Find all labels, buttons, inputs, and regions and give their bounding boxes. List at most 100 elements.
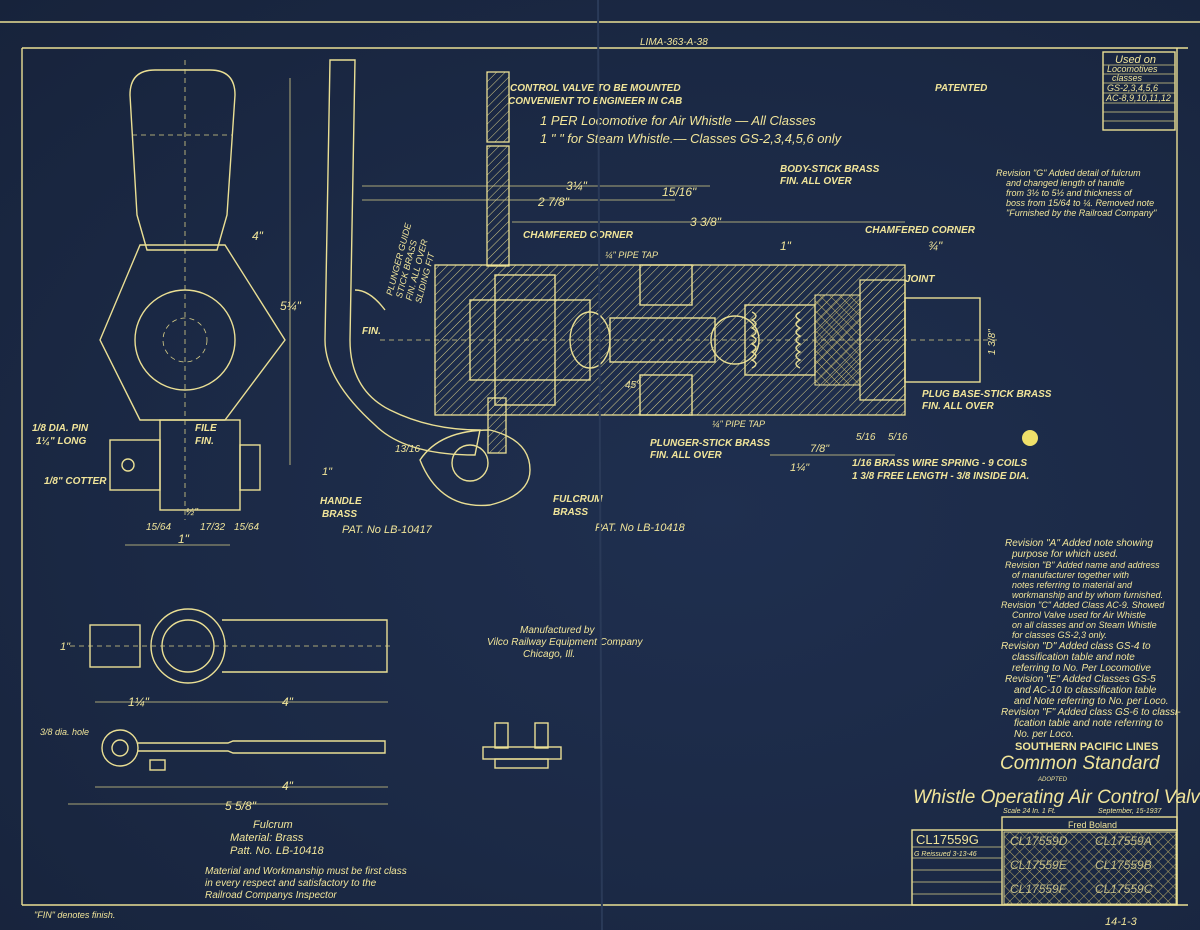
svg-text:September, 15-1937: September, 15-1937	[1098, 808, 1163, 815]
svg-text:G Reissued 3-13-46: G Reissued 3-13-46	[914, 851, 977, 858]
svg-text:Revision "D" Added class GS-4: Revision "D" Added class GS-4 to	[1001, 641, 1151, 652]
svg-text:ADOPTED: ADOPTED	[1037, 777, 1068, 783]
body-label: BODY-STICK BRASS	[780, 164, 880, 175]
svg-text:from 3½ to 5½ and thickness of: from 3½ to 5½ and thickness of	[1006, 188, 1133, 198]
svg-text:classification table and note: classification table and note	[1012, 652, 1135, 663]
svg-text:1¼": 1¼"	[128, 695, 150, 709]
cotter-label: 1/8" COTTER	[44, 476, 107, 487]
svg-text:CL17559F: CL17559F	[1010, 882, 1067, 896]
used-on-title: Used on	[1115, 54, 1156, 66]
svg-text:15/16": 15/16"	[662, 185, 697, 199]
used-on-row: AC-8,9,10,11,12	[1105, 93, 1171, 103]
svg-text:Manufactured by: Manufactured by	[520, 625, 595, 636]
svg-text:1": 1"	[780, 239, 792, 253]
svg-text:Railroad Companys Inspector: Railroad Companys Inspector	[205, 890, 337, 901]
svg-text:on all classes and on Steam Wh: on all classes and on Steam Whistle	[1012, 620, 1157, 630]
svg-text:Chicago, Ill.: Chicago, Ill.	[523, 649, 575, 660]
svg-text:1 3/8": 1 3/8"	[987, 329, 998, 355]
mounting-note: CONVENIENT TO ENGINEER IN CAB	[508, 96, 682, 107]
svg-text:15/64: 15/64	[234, 522, 259, 533]
svg-text:CL17559G: CL17559G	[916, 832, 979, 847]
svg-text:Fred Boland: Fred Boland	[1068, 820, 1117, 830]
revisions-list: Revision "A" Added note showing purpose …	[1001, 538, 1181, 740]
svg-text:5/16: 5/16	[856, 432, 876, 443]
spring-label: 1 3/8 FREE LENGTH - 3/8 INSIDE DIA.	[852, 471, 1029, 482]
svg-text:4": 4"	[252, 229, 264, 243]
paint-spot	[1022, 430, 1038, 446]
fold-crease	[597, 0, 603, 930]
chamfered-corner-label: CHAMFERED CORNER	[523, 230, 634, 241]
svg-text:purpose for which used.: purpose for which used.	[1011, 549, 1118, 560]
svg-text:Patt. No. LB-10418: Patt. No. LB-10418	[230, 845, 324, 857]
manufacturer-note: Manufactured by Vilco Railway Equipment …	[487, 625, 643, 660]
threaded-plug	[904, 297, 981, 383]
dimension-lines: 3¼" 2 7/8" 15/16" 3 3/8" 1" ¾" 5¼" 4" 1"…	[60, 78, 998, 813]
svg-text:5¼": 5¼"	[280, 299, 302, 313]
svg-text:CL17559B: CL17559B	[1095, 858, 1152, 872]
clevis-detail	[482, 722, 562, 769]
svg-text:Vilco Railway Equipment Compan: Vilco Railway Equipment Company	[487, 637, 643, 648]
fulcrum-hole-note: 3/8 dia. hole	[40, 727, 89, 737]
pin-label: 1/8 DIA. PIN	[32, 423, 89, 434]
fin-note: "FIN" denotes finish.	[34, 910, 115, 920]
svg-text:Scale 24 In. 1 Ft.: Scale 24 In. 1 Ft.	[1003, 808, 1056, 815]
valve-body-section	[380, 264, 1000, 416]
workmanship-note: Material and Workmanship must be first c…	[205, 866, 407, 901]
drawing-number-top: LIMA-363-A-38	[640, 37, 708, 48]
fulcrum-label: BRASS	[553, 507, 588, 518]
svg-text:Revision "A" Added note showin: Revision "A" Added note showing	[1005, 538, 1153, 549]
usage-note: 1 " " for Steam Whistle.— Classes GS-2,3…	[540, 131, 843, 146]
svg-text:referring to No. Per Locomotiv: referring to No. Per Locomotive	[1012, 663, 1151, 674]
plug-base-label: FIN. ALL OVER	[922, 401, 994, 412]
svg-text:Common Standard: Common Standard	[1000, 753, 1161, 774]
handle-label: BRASS	[322, 509, 357, 520]
sheet-border	[0, 21, 1200, 906]
svg-text:4": 4"	[282, 695, 294, 709]
plunger-guide-label: PLUNGER GUIDE STICK BRASS FIN. ALL OVER …	[384, 221, 436, 304]
svg-text:½": ½"	[186, 507, 198, 518]
patented-label: PATENTED	[935, 83, 987, 94]
svg-text:workmanship and by whom furnis: workmanship and by whom furnished.	[1012, 590, 1163, 600]
svg-text:Revision "B" Added name and ad: Revision "B" Added name and address	[1005, 560, 1160, 570]
revision-g-note: Revision "G" Added detail of fulcrum and…	[996, 168, 1157, 218]
plunger-label: PLUNGER-STICK BRASS	[650, 438, 770, 449]
svg-text:13/16: 13/16	[395, 444, 420, 455]
svg-text:5 5/8": 5 5/8"	[225, 799, 257, 813]
used-on-row: GS-2,3,4,5,6	[1107, 83, 1158, 93]
svg-text:3¼": 3¼"	[566, 179, 588, 193]
svg-text:fication table and note referr: fication table and note referring to	[1014, 718, 1163, 729]
svg-text:Revision "G" Added detail of f: Revision "G" Added detail of fulcrum	[996, 168, 1141, 178]
svg-text:1": 1"	[322, 466, 333, 478]
svg-text:17/32: 17/32	[200, 522, 225, 533]
file-fin-label: FILE	[195, 423, 217, 434]
svg-text:for classes GS-2,3 only.: for classes GS-2,3 only.	[1012, 630, 1107, 640]
spring-label: 1/16 BRASS WIRE SPRING - 9 COILS	[852, 458, 1027, 469]
handle-label: HANDLE	[320, 496, 362, 507]
body-label: FIN. ALL OVER	[780, 176, 852, 187]
pipe-tap-label: ¼" PIPE TAP	[605, 250, 658, 260]
svg-text:Whistle Operating Air Control: Whistle Operating Air Control Valve	[913, 787, 1200, 808]
sheet-corner-number: 14-1-3	[1105, 916, 1138, 928]
fulcrum-label: FULCRUM	[553, 494, 603, 505]
svg-text:Fulcrum: Fulcrum	[253, 819, 293, 831]
svg-text:of manufacturer together with: of manufacturer together with	[1012, 570, 1129, 580]
svg-text:Revision "C" Added Class AC-9.: Revision "C" Added Class AC-9. Showed	[1001, 600, 1165, 610]
svg-text:45°: 45°	[625, 380, 640, 391]
file-fin-label: FIN.	[195, 436, 214, 447]
superseded-numbers: CL17559D CL17559A CL17559E CL17559B CL17…	[1010, 834, 1153, 896]
joint-label: JOINT	[905, 274, 935, 285]
fulcrum-detail-label: Fulcrum Material: Brass Patt. No. LB-104…	[230, 819, 324, 857]
mounting-note: CONTROL VALVE TO BE MOUNTED	[510, 83, 681, 94]
svg-text:CL17559E: CL17559E	[1010, 858, 1068, 872]
title-block: SOUTHERN PACIFIC LINES Common Standard A…	[911, 741, 1200, 906]
svg-text:¾": ¾"	[928, 239, 943, 253]
used-on-row: Locomotives	[1107, 64, 1158, 74]
plug-base-label: PLUG BASE-STICK BRASS	[922, 389, 1052, 400]
used-on-row: classes	[1112, 73, 1143, 83]
svg-text:3 3/8": 3 3/8"	[690, 215, 722, 229]
pipe-tap-label: ¼" PIPE TAP	[712, 419, 765, 429]
fin-label: FIN.	[362, 326, 381, 337]
svg-text:No. per Loco.: No. per Loco.	[1014, 729, 1074, 740]
